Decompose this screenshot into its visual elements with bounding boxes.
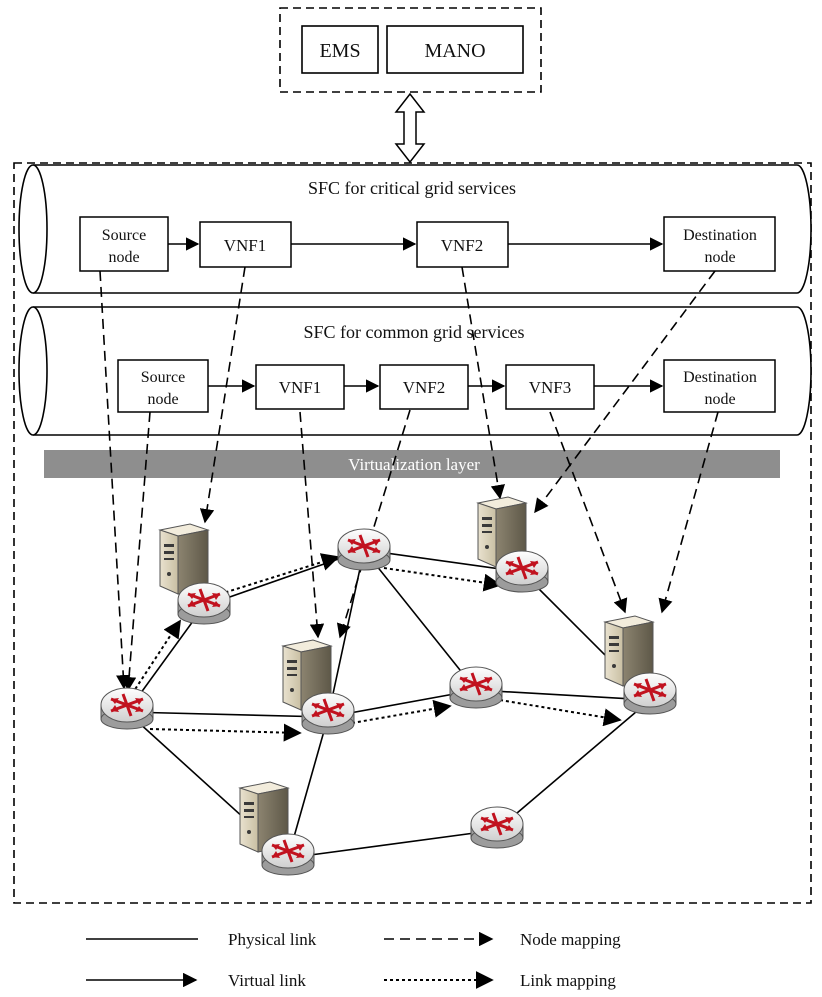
- common-vnf1-label: VNF1: [279, 378, 322, 397]
- sfc-common-title: SFC for common grid services: [304, 322, 525, 342]
- router-icon: [176, 581, 232, 626]
- common-source-node: [117, 359, 209, 413]
- critical-source-label-2: node: [108, 249, 139, 266]
- router-icon: [622, 671, 678, 716]
- ems-label: EMS: [319, 40, 360, 62]
- common-source-label-1: Source: [141, 369, 185, 386]
- router-icon: [99, 686, 155, 731]
- management-interface-arrow: [394, 92, 426, 164]
- common-vnf2-box: [379, 364, 469, 410]
- sfc-critical-title: SFC for critical grid services: [308, 178, 516, 198]
- common-destination-label-1: Destination: [683, 369, 757, 386]
- legend-node-mapping-label: Node mapping: [520, 930, 621, 949]
- ems-box: [301, 25, 379, 74]
- critical-source-label-1: Source: [102, 227, 146, 244]
- router-icon: [300, 691, 356, 736]
- virtualization-layer-label: Virtualization layer: [348, 455, 480, 474]
- critical-destination-node: [663, 216, 776, 272]
- critical-vnf2-label: VNF2: [441, 236, 484, 255]
- critical-vnf1-box: [199, 221, 292, 268]
- router-icon: [448, 665, 504, 710]
- common-vnf3-label: VNF3: [529, 378, 572, 397]
- common-destination-label-2: node: [704, 391, 735, 408]
- common-vnf1-box: [255, 364, 345, 410]
- legend-virtual-link-label: Virtual link: [228, 971, 306, 990]
- critical-destination-label-2: node: [704, 249, 735, 266]
- router-icon: [469, 805, 525, 850]
- router-icon: [336, 527, 392, 572]
- node-mapping-arrows: [99, 266, 719, 692]
- legend: Physical link Virtual link Node mapping …: [86, 930, 621, 990]
- legend-physical-link-label: Physical link: [228, 930, 317, 949]
- link-mapping-arrows: [131, 553, 622, 742]
- common-destination-node: [663, 359, 776, 413]
- virtualization-layer-bar: [44, 450, 780, 478]
- router-icon: [494, 549, 550, 594]
- management-frame: [279, 7, 542, 93]
- common-source-label-2: node: [147, 391, 178, 408]
- critical-destination-label-1: Destination: [683, 227, 757, 244]
- mano-box: [386, 25, 524, 74]
- legend-link-mapping-label: Link mapping: [520, 971, 616, 990]
- nfv-domain-frame: [13, 162, 812, 904]
- common-vnf3-box: [505, 364, 595, 410]
- mano-label: MANO: [424, 40, 485, 62]
- common-vnf2-label: VNF2: [403, 378, 446, 397]
- router-icon: [260, 832, 316, 877]
- critical-vnf1-label: VNF1: [224, 236, 267, 255]
